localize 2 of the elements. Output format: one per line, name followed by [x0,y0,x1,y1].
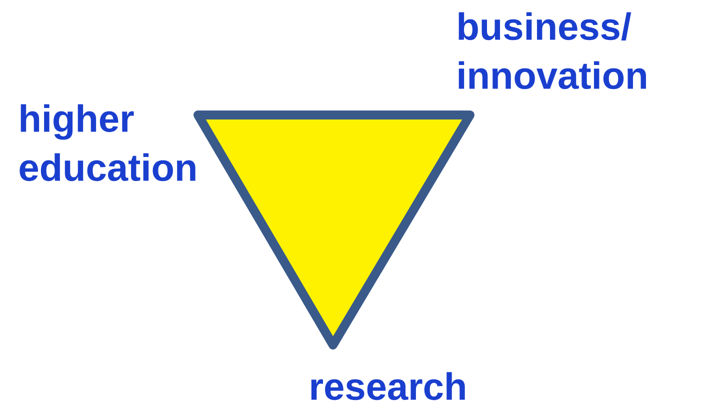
triangle [194,110,474,350]
corner-label: business/ innovation [458,12,646,90]
